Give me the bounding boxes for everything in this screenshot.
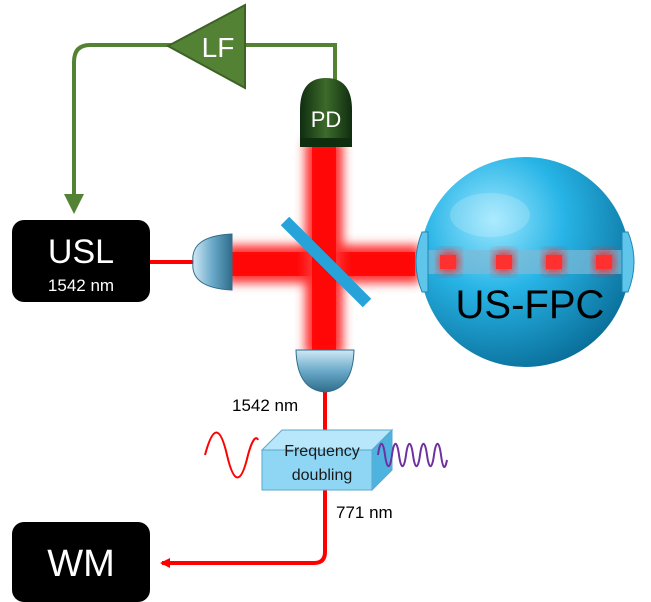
wavemeter-box: WM bbox=[12, 522, 150, 602]
feedback-line-left bbox=[72, 43, 175, 200]
usl-title: USL bbox=[48, 233, 114, 271]
wm-output-fiber bbox=[160, 485, 327, 568]
lens-left bbox=[192, 233, 233, 291]
beam-splitter bbox=[280, 216, 372, 308]
pd-label: PD bbox=[311, 107, 342, 132]
doubler-label-line2: doubling bbox=[292, 467, 353, 484]
lens-bottom bbox=[295, 349, 355, 393]
usl-wavelength: 1542 nm bbox=[48, 276, 114, 295]
lf-label: LF bbox=[202, 32, 235, 63]
us-fpc-label: US-FPC bbox=[456, 283, 605, 327]
input-wavelength-label: 1542 nm bbox=[232, 396, 298, 415]
second-harmonic-wave bbox=[377, 442, 448, 468]
feedback-arrowhead bbox=[64, 194, 84, 214]
laser-beam-vertical bbox=[305, 140, 343, 355]
doubler-label-line1: Frequency bbox=[284, 443, 360, 460]
usl-laser-box: USL 1542 nm bbox=[12, 220, 150, 302]
wm-title: WM bbox=[47, 543, 115, 585]
photodetector: PD bbox=[300, 78, 352, 147]
lf-amplifier: LF bbox=[165, 3, 246, 90]
fundamental-wave bbox=[204, 431, 259, 479]
frequency-doubler: Frequency doubling bbox=[260, 428, 394, 492]
output-wavelength-label: 771 nm bbox=[336, 503, 393, 522]
us-fpc-cavity: US-FPC bbox=[415, 157, 635, 367]
